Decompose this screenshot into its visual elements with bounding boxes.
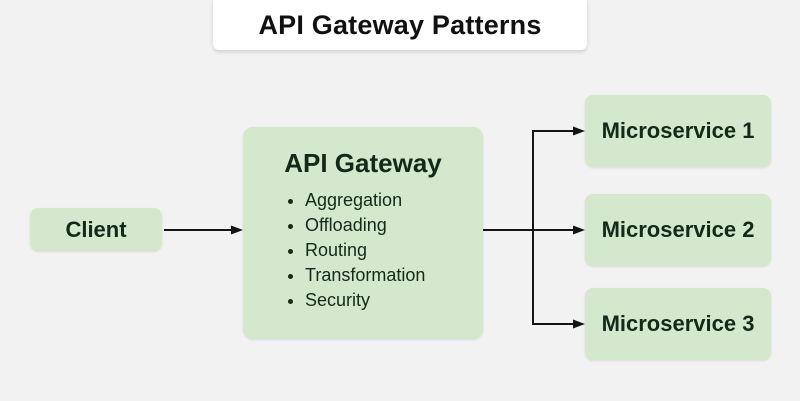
microservice-3-node: Microservice 3 xyxy=(585,288,771,360)
diagram-title-box: API Gateway Patterns xyxy=(213,0,587,50)
arrow-gateway-to-microservice-1 xyxy=(532,126,585,230)
microservice-2-label: Microservice 2 xyxy=(601,217,755,242)
gateway-feature-routing: Routing xyxy=(305,238,483,263)
microservice-3-label: Microservice 3 xyxy=(601,311,755,336)
arrow-gateway-to-microservice-3 xyxy=(532,230,585,329)
gateway-feature-security: Security xyxy=(305,288,483,313)
diagram-title: API Gateway Patterns xyxy=(258,9,542,40)
gateway-feature-aggregation: Aggregation xyxy=(305,188,483,213)
gateway-feature-offloading: Offloading xyxy=(305,213,483,238)
microservice-2-node: Microservice 2 xyxy=(585,194,771,266)
gateway-feature-list: Aggregation Offloading Routing Transform… xyxy=(243,188,483,313)
gateway-feature-transformation: Transformation xyxy=(305,263,483,288)
client-node: Client xyxy=(30,208,162,251)
microservice-1-label: Microservice 1 xyxy=(601,118,755,143)
client-node-label: Client xyxy=(65,216,127,242)
api-gateway-node-title: API Gateway xyxy=(284,148,442,178)
microservice-1-node: Microservice 1 xyxy=(585,95,771,167)
api-gateway-node: API Gateway Aggregation Offloading Routi… xyxy=(243,127,483,339)
